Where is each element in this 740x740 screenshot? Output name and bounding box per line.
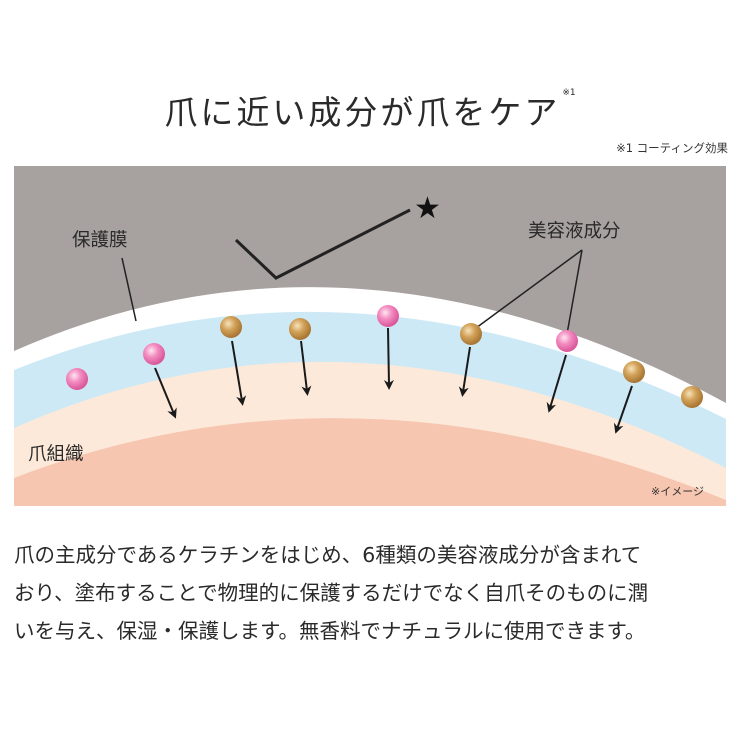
- label-serum-ingredients: 美容液成分: [528, 221, 621, 242]
- penetration-arrow: [613, 385, 633, 434]
- penetration-arrow: [546, 354, 567, 413]
- star-leader-line: [234, 208, 411, 280]
- page-title: 爪に近い成分が爪をケア※1: [0, 86, 740, 134]
- serum-particle-pink: [66, 368, 88, 390]
- penetration-arrow: [231, 340, 247, 406]
- penetration-arrow: [300, 340, 312, 396]
- label-image-note: ※イメージ: [651, 485, 704, 498]
- serum-particle-pink: [143, 343, 165, 365]
- serum-particle-gold: [623, 361, 645, 383]
- title-footnote-mark: ※1: [562, 88, 576, 98]
- serum-leader-line-pink: [566, 249, 583, 335]
- label-nail-tissue: 爪組織: [28, 444, 84, 465]
- title-text: 爪に近い成分が爪をケア: [164, 93, 561, 132]
- description-line: いを与え、保湿・保護します。無香料でナチュラルに使用できます。: [14, 619, 646, 643]
- footnote: ※1 コーティング効果: [616, 141, 728, 155]
- penetration-arrow: [383, 327, 394, 390]
- penetration-arrow: [458, 346, 471, 397]
- description-text: 爪の主成分であるケラチンをはじめ、6種類の美容液成分が含まれて おり、塗布するこ…: [14, 536, 730, 650]
- serum-particle-pink: [377, 305, 399, 327]
- membrane-leader-line: [121, 257, 137, 322]
- serum-particle-gold: [289, 318, 311, 340]
- serum-particle-gold: [460, 323, 482, 345]
- nail-tissue-inner: [14, 418, 726, 506]
- serum-particle-gold: [681, 386, 703, 408]
- description-line: おり、塗布することで物理的に保護するだけでなく自爪そのものに潤: [14, 581, 649, 605]
- star-icon: ★: [414, 191, 441, 226]
- serum-particle-pink: [556, 330, 578, 352]
- serum-particle-gold: [220, 316, 242, 338]
- label-protective-membrane: 保護膜: [72, 230, 128, 251]
- description-line: 爪の主成分であるケラチンをはじめ、6種類の美容液成分が含まれて: [14, 543, 642, 567]
- serum-leader-line-gold: [475, 249, 583, 329]
- nail-coating-diagram: ★ 保護膜 美容液成分 爪組織 ※イメージ: [14, 166, 726, 506]
- penetration-arrow: [154, 367, 177, 419]
